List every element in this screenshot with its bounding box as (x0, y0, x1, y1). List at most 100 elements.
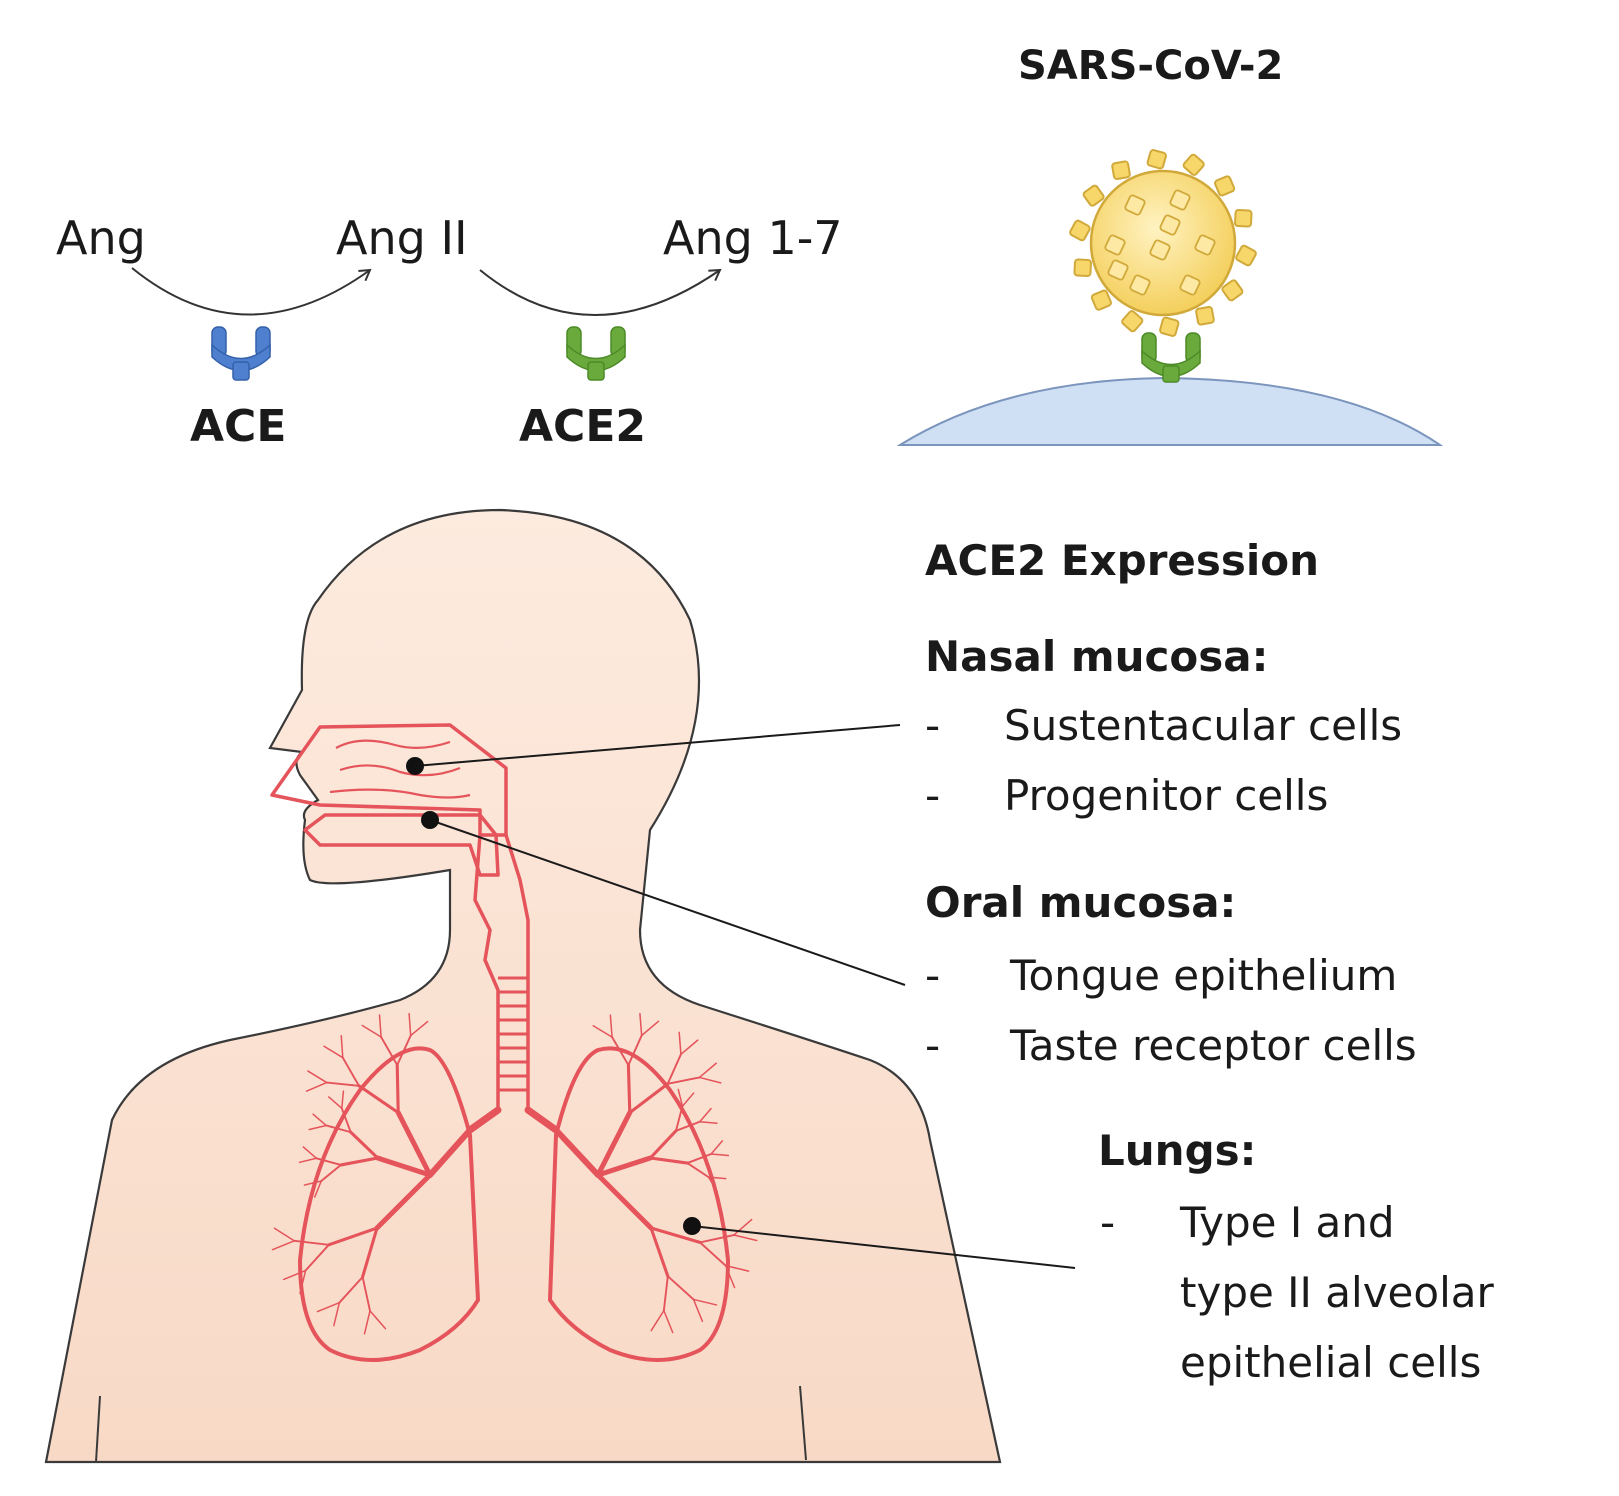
virus-surface-protein (1149, 239, 1171, 261)
virus-surface-protein (1169, 189, 1191, 211)
bronchus-branch (733, 1218, 753, 1236)
virus-spike (1159, 316, 1180, 337)
nasal-marker-dot (406, 757, 424, 775)
label-ace: ACE (190, 401, 287, 452)
lungs-title: Lungs: (1098, 1126, 1257, 1175)
oral-item-1: Tongue epithelium (1010, 951, 1398, 1000)
bronchus-branch (675, 1120, 701, 1132)
bronchus-branch (724, 1264, 736, 1289)
virus-surface-protein (1107, 259, 1129, 281)
bronchus-branch (282, 1269, 307, 1281)
virus-spike (1111, 160, 1131, 181)
virus-surface-protein (1179, 274, 1201, 296)
bronchus-branch (320, 1163, 342, 1182)
bronchus-branch (349, 1130, 380, 1160)
bronchus-branch (395, 1110, 433, 1178)
bronchus-branch (724, 1264, 750, 1272)
bronchus-branch (699, 1241, 727, 1267)
bronchus-branch (650, 1309, 665, 1332)
bronchus-branch (666, 1076, 701, 1085)
bronchus-branch (609, 1014, 613, 1038)
lung-marker-dot (683, 1217, 701, 1235)
bronchus-branch (327, 1226, 379, 1247)
bronchus-branch (639, 1012, 643, 1037)
bronchus-branch (595, 1110, 633, 1178)
bronchus-branch (396, 1034, 412, 1067)
bronchus-branch (409, 1020, 429, 1037)
bronchus-branch (677, 1088, 684, 1107)
bronchus-branch (627, 1034, 643, 1067)
virus-spike (1214, 175, 1236, 197)
bronchus-branch (678, 1031, 682, 1056)
virus-spike (1234, 209, 1253, 228)
ace2-receptor-icon (566, 326, 626, 381)
bronchus-branch (466, 1106, 502, 1134)
virus-surface-protein (1124, 194, 1146, 216)
virus-surface-protein (1104, 234, 1126, 256)
bronchus-branch (611, 1036, 630, 1067)
lungs-line-3: epithelial cells (1180, 1338, 1482, 1387)
bronchus-branch (666, 1053, 682, 1085)
oral-item-2: Taste receptor cells (1010, 1021, 1417, 1070)
bronchus-branch (325, 1124, 352, 1134)
nasal-dash-1: - (925, 701, 941, 750)
ace-receptor-icon (211, 326, 271, 381)
bronchus-branch (380, 1036, 399, 1067)
bronchus-branch (302, 1146, 318, 1160)
bronchus-branch (273, 1227, 296, 1242)
bronchus-branch (308, 1124, 327, 1131)
bronchus-branch (692, 1298, 718, 1306)
bronchus-branch (339, 1156, 380, 1167)
expression-heading: ACE2 Expression (925, 536, 1320, 585)
bronchus-branch (298, 1157, 318, 1164)
bronchus-branch (307, 1070, 328, 1084)
bronchus-branch (408, 1012, 412, 1037)
bronchus-branch (686, 1162, 710, 1179)
bronchus-branch (707, 1176, 727, 1180)
label-ang-ii: Ang II (336, 211, 468, 265)
left-lung (298, 1046, 480, 1362)
bronchus-branch (312, 1113, 327, 1127)
lungs-dash: - (1100, 1198, 1116, 1247)
bronchus-branch (299, 1269, 307, 1295)
bronchus-branch (341, 1090, 345, 1110)
bronchus-branch (698, 1121, 718, 1124)
bronchus-branch (361, 1276, 371, 1312)
bronchus-branch (361, 1024, 382, 1038)
bronchus-branch (338, 1276, 364, 1304)
bronchus-branch (698, 1107, 712, 1123)
bronchus-branch (662, 1275, 669, 1312)
cell-ace2-receptor-icon (1141, 332, 1201, 383)
virus-title: SARS-CoV-2 (1018, 43, 1284, 89)
bronchus-branch (316, 1301, 341, 1313)
bronchus-branch (680, 1039, 699, 1056)
bronchus-branch (369, 1310, 387, 1330)
bronchus-branch (595, 1155, 653, 1178)
bronchus-branch (648, 1156, 689, 1165)
bronchus-branch (649, 1226, 670, 1278)
oral-dash-2: - (925, 1021, 941, 1070)
nasal-leader-line (414, 724, 901, 767)
bronchus-branch (710, 1153, 730, 1157)
lung-leader-line (691, 1225, 1076, 1269)
virus-spike (1082, 184, 1105, 207)
bronchus-branch (340, 1034, 344, 1059)
virus-spike (1182, 153, 1205, 176)
bronchus-branch (592, 1024, 613, 1038)
oral-dash-1: - (925, 951, 941, 1000)
oral-title: Oral mucosa: (925, 878, 1237, 927)
label-ang-1-7: Ang 1-7 (663, 211, 843, 265)
bronchus-branch (395, 1063, 400, 1115)
left-arm-line (95, 1395, 101, 1463)
bronchus-branch (595, 1172, 654, 1231)
bronchus-branch (378, 1014, 382, 1038)
leader-lines (414, 724, 1076, 1269)
bronchus-branch (553, 1127, 601, 1178)
label-ang: Ang (56, 211, 146, 265)
virus-spike (1069, 219, 1091, 242)
virus-spike (1221, 279, 1244, 302)
bronchial-tree (271, 1012, 758, 1335)
bronchus-branch (666, 1275, 695, 1301)
bronchus-branch (524, 1106, 560, 1134)
